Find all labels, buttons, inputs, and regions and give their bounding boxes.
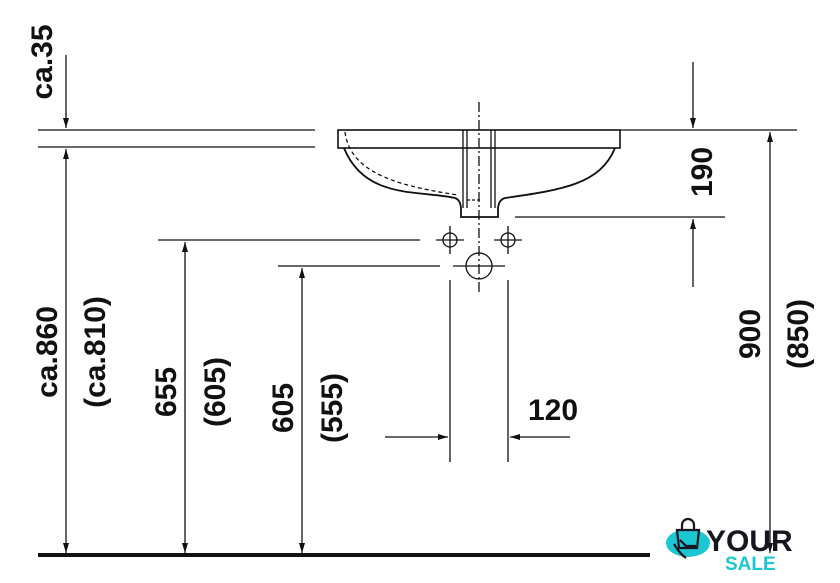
shopping-bag-icon (675, 517, 701, 550)
label-ca810: (ca.810) (79, 296, 112, 408)
label-605-alt: (605) (199, 357, 232, 427)
label-655: 655 (150, 367, 183, 417)
label-900: 900 (734, 309, 767, 359)
logo-blob (666, 529, 710, 557)
label-120: 120 (528, 394, 578, 427)
label-ca35: ca.35 (26, 24, 59, 99)
label-190: 190 (686, 147, 719, 197)
label-555-alt: (555) (316, 373, 349, 443)
logo-your: YOUR (706, 525, 793, 558)
waste-outlet (453, 252, 505, 280)
label-850-alt: (850) (782, 299, 815, 369)
basin-section (337, 102, 621, 295)
hand-icon (673, 539, 696, 559)
label-ca860: ca.860 (31, 306, 64, 398)
label-605: 605 (267, 383, 300, 433)
logo-sale: SALE (725, 554, 776, 575)
tap-hole-left (436, 226, 464, 254)
yoursale-logo: YOUR SALE (666, 517, 793, 575)
tap-hole-right (494, 226, 522, 254)
